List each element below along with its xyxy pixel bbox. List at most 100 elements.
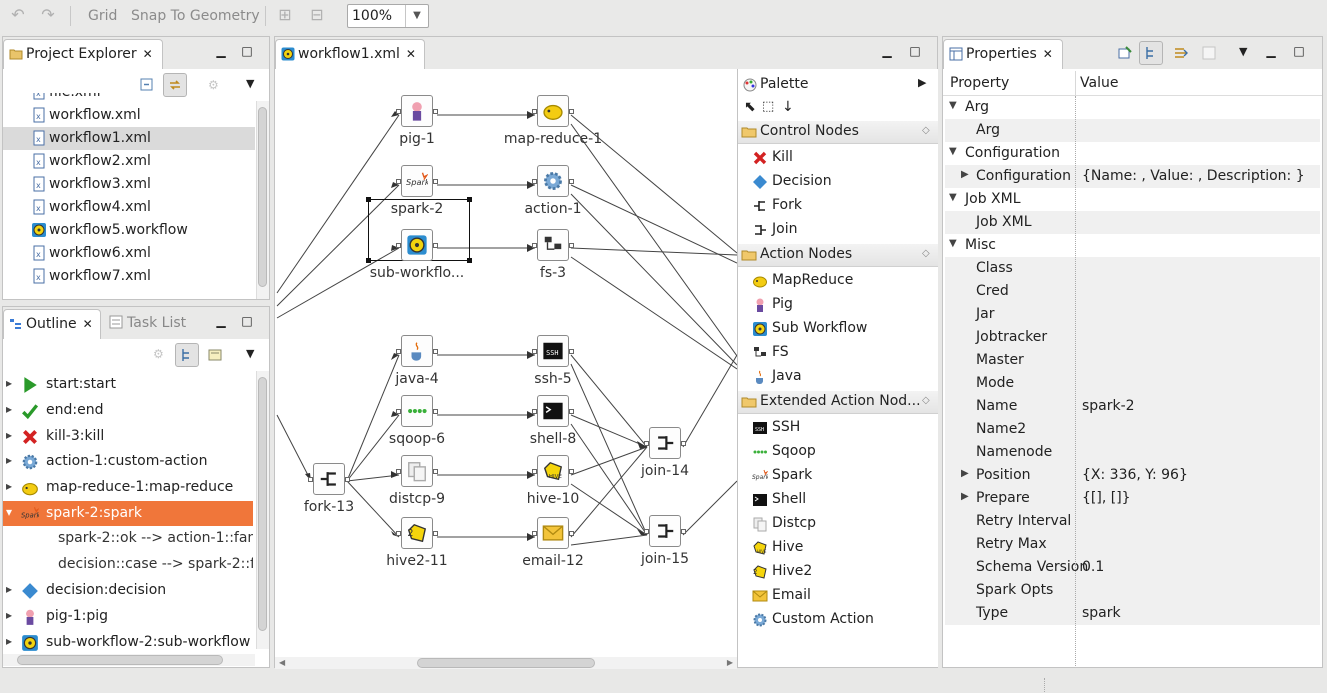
link-with-editor-button[interactable] [163, 73, 187, 97]
tab-task-list[interactable]: Task List [107, 315, 186, 331]
section-toggle-icon[interactable]: ◇ [922, 125, 930, 136]
outline-connection-item[interactable]: spark-2::ok --> action-1::fan-in [3, 527, 253, 550]
property-row[interactable]: Schema Version 0.1 [945, 556, 1320, 579]
property-row[interactable]: Spark Opts [945, 579, 1320, 602]
filter-icon[interactable]: ⚙ [208, 78, 219, 92]
selection-handle[interactable] [467, 197, 472, 202]
select-tool-icon[interactable]: ⬉ [744, 99, 756, 115]
input-port[interactable] [532, 243, 537, 248]
filter-icon[interactable]: ⚙ [153, 347, 164, 361]
collapse-arrow-icon[interactable]: ▶ [961, 169, 969, 180]
property-row[interactable]: Name2 [945, 418, 1320, 441]
outline-item[interactable]: ▸ end:end [3, 398, 253, 423]
node-join15[interactable] [649, 515, 681, 547]
output-port[interactable] [569, 469, 574, 474]
node-hive[interactable]: HIVE [537, 455, 569, 487]
filter-advanced-icon[interactable] [1173, 45, 1189, 61]
minimize-icon[interactable]: ▁ [216, 314, 226, 328]
outline-item[interactable]: ▸ decision:decision [3, 578, 253, 603]
node-label[interactable]: join-15 [640, 551, 690, 567]
categories-button[interactable] [1139, 41, 1163, 65]
tab-outline[interactable]: Outline✕ [3, 309, 101, 339]
node-action[interactable] [537, 165, 569, 197]
palette-collapse-icon[interactable]: ▶ [918, 76, 927, 89]
node-ssh[interactable]: SSH [537, 335, 569, 367]
collapse-all-icon[interactable] [139, 77, 155, 93]
tab-workflow1-xml[interactable]: workflow1.xml✕ [275, 39, 425, 69]
property-row[interactable]: Retry Max [945, 533, 1320, 556]
expand-arrow-icon[interactable]: ▼ [949, 192, 957, 203]
node-pig[interactable] [401, 95, 433, 127]
output-port[interactable] [433, 109, 438, 114]
scroll-left-icon[interactable]: ◀ [279, 658, 286, 667]
input-port[interactable] [396, 531, 401, 536]
undo-icon[interactable]: ↶ [11, 5, 25, 24]
input-port[interactable] [532, 109, 537, 114]
property-value[interactable]: {[], []} [1082, 490, 1131, 506]
outline-vscrollbar[interactable] [256, 371, 269, 649]
expand-arrow-icon[interactable]: ▼ [949, 100, 957, 111]
property-value[interactable]: spark [1082, 605, 1121, 621]
node-mr[interactable] [537, 95, 569, 127]
close-icon[interactable]: ✕ [1042, 47, 1053, 61]
column-divider[interactable] [1075, 71, 1076, 95]
connection-tool-icon[interactable]: ↓ [782, 99, 794, 115]
outline-item[interactable]: ▸ action-1:custom-action [3, 449, 253, 474]
column-header-property[interactable]: Property [950, 75, 1010, 91]
maximize-icon[interactable]: □ [241, 44, 253, 58]
property-value[interactable]: {X: 336, Y: 96} [1082, 467, 1188, 483]
output-port[interactable] [569, 409, 574, 414]
minimize-icon[interactable]: ▁ [1266, 44, 1276, 58]
close-icon[interactable]: ✕ [82, 317, 93, 331]
input-port[interactable] [644, 441, 649, 446]
input-port[interactable] [396, 243, 401, 248]
restore-default-icon[interactable] [1201, 45, 1217, 61]
property-row[interactable]: Name spark-2 [945, 395, 1320, 418]
column-header-value[interactable]: Value [1080, 75, 1119, 91]
file-item[interactable]: x workflow6.xml [3, 242, 255, 265]
expand-arrow-icon[interactable]: ▸ [6, 479, 13, 494]
node-label[interactable]: email-12 [522, 553, 584, 569]
input-port[interactable] [396, 469, 401, 474]
node-label[interactable]: hive2-11 [386, 553, 448, 569]
maximize-icon[interactable]: □ [241, 314, 253, 328]
node-label[interactable]: ssh-5 [534, 371, 572, 387]
output-port[interactable] [433, 469, 438, 474]
property-row[interactable]: ▼ Configuration [945, 142, 1320, 165]
outline-hscrollbar[interactable] [3, 654, 255, 666]
node-sqoop[interactable] [401, 395, 433, 427]
output-port[interactable] [681, 441, 686, 446]
node-label[interactable]: pig-1 [399, 131, 435, 147]
output-port[interactable] [345, 477, 350, 482]
maximize-icon[interactable]: □ [909, 44, 921, 58]
outline-item[interactable]: ▸ map-reduce-1:map-reduce [3, 475, 253, 500]
output-port[interactable] [569, 531, 574, 536]
input-port[interactable] [396, 409, 401, 414]
output-port[interactable] [433, 179, 438, 184]
property-row[interactable]: Master [945, 349, 1320, 372]
node-label[interactable]: action-1 [524, 201, 582, 217]
scroll-thumb[interactable] [258, 107, 267, 287]
selection-handle[interactable] [366, 197, 371, 202]
output-port[interactable] [569, 109, 574, 114]
input-port[interactable] [532, 531, 537, 536]
close-icon[interactable]: ✕ [142, 47, 153, 61]
node-join14[interactable] [649, 427, 681, 459]
node-label[interactable]: fork-13 [303, 499, 355, 515]
node-label[interactable]: sqoop-6 [388, 431, 446, 447]
input-port[interactable] [532, 179, 537, 184]
node-sub[interactable] [401, 229, 433, 261]
file-item[interactable]: workflow5.workflow [3, 219, 255, 242]
palette-section-action[interactable]: Action Nodes ◇ [738, 244, 938, 267]
expand-arrow-icon[interactable]: ▸ [6, 582, 13, 597]
collapse-arrow-icon[interactable]: ▶ [961, 468, 969, 479]
property-row[interactable]: ▼ Arg [945, 96, 1320, 119]
property-row[interactable]: Retry Interval [945, 510, 1320, 533]
node-email[interactable] [537, 517, 569, 549]
explorer-scrollbar[interactable] [256, 101, 269, 299]
expand-arrow-icon[interactable]: ▸ [6, 401, 13, 416]
file-item[interactable]: x workflow1.xml [3, 127, 255, 150]
property-value[interactable]: 0.1 [1082, 559, 1105, 575]
outline-mode-icon[interactable] [207, 347, 223, 363]
node-fork[interactable] [313, 463, 345, 495]
